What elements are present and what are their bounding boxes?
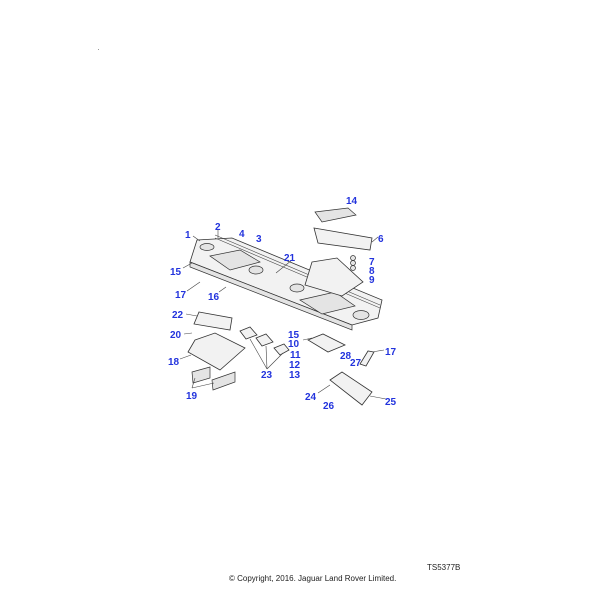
part-19-bracket bbox=[191, 366, 211, 384]
callout-4: 4 bbox=[239, 229, 245, 240]
callout-7: 7 bbox=[369, 257, 375, 268]
parcel-shelf-panel bbox=[189, 234, 383, 331]
callout-15: 15 bbox=[170, 267, 182, 278]
part-6-housing bbox=[313, 227, 373, 251]
part-18-tray bbox=[187, 332, 246, 371]
diagram-reference-code: TS5377B bbox=[427, 563, 461, 572]
callout-10: 10 bbox=[288, 339, 300, 350]
part-24-hinge bbox=[329, 371, 373, 406]
callout-26: 26 bbox=[323, 401, 335, 412]
copyright-notice: © Copyright, 2016. Jaguar Land Rover Lim… bbox=[229, 574, 397, 583]
callout-labels: 1 2 4 3 21 14 6 7 8 9 15 17 16 22 20 15 … bbox=[168, 196, 397, 412]
leader-lines bbox=[179, 230, 387, 400]
callout-6: 6 bbox=[378, 234, 384, 245]
scan-speck bbox=[98, 49, 99, 50]
part-14-grille bbox=[314, 207, 357, 223]
callout-8: 8 bbox=[369, 266, 375, 277]
part-10-plate bbox=[307, 333, 346, 353]
callout-12: 12 bbox=[289, 360, 301, 371]
part-23-pad bbox=[255, 333, 274, 347]
part-cover bbox=[304, 257, 364, 297]
callout-11: 11 bbox=[290, 350, 301, 361]
callout-20: 20 bbox=[170, 330, 182, 341]
callout-14: 14 bbox=[346, 196, 358, 207]
callout-9: 9 bbox=[369, 275, 375, 286]
callout-27: 27 bbox=[350, 358, 362, 369]
callout-17: 17 bbox=[175, 290, 187, 301]
part-7-fastener bbox=[350, 255, 356, 261]
part-17-clip bbox=[359, 350, 375, 367]
part-19-bracket bbox=[211, 371, 236, 391]
callout-16: 16 bbox=[208, 292, 220, 303]
callout-13: 13 bbox=[289, 370, 301, 381]
callout-17-right: 17 bbox=[385, 347, 397, 358]
callout-24: 24 bbox=[305, 392, 317, 403]
callout-3: 3 bbox=[256, 234, 262, 245]
callout-21: 21 bbox=[284, 253, 296, 264]
callout-25: 25 bbox=[385, 397, 397, 408]
part-23-pad bbox=[273, 343, 290, 356]
callout-2: 2 bbox=[215, 222, 221, 233]
part-22-pad bbox=[193, 311, 233, 331]
callout-1: 1 bbox=[185, 230, 191, 241]
part-8-fastener bbox=[350, 260, 356, 266]
callout-19: 19 bbox=[186, 391, 198, 402]
callout-18: 18 bbox=[168, 357, 180, 368]
callout-22: 22 bbox=[172, 310, 184, 321]
callout-15-lower: 15 bbox=[288, 330, 300, 341]
part-9-fastener bbox=[350, 265, 356, 271]
callout-28: 28 bbox=[340, 351, 352, 362]
callout-23: 23 bbox=[261, 370, 273, 381]
part-23-pad bbox=[239, 326, 258, 340]
